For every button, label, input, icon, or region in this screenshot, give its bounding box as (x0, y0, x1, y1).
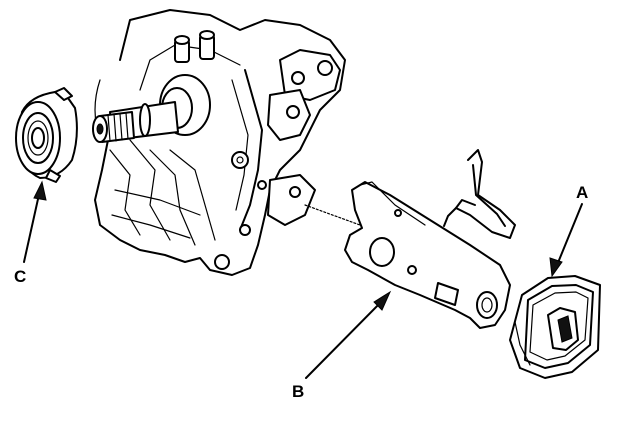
callout-label-c: C (14, 267, 27, 286)
callout-label-b: B (292, 382, 305, 401)
spring-clip (443, 149, 516, 239)
release-fork (344, 181, 511, 329)
leader-arrows (23, 180, 583, 379)
release-bearing (15, 87, 78, 183)
callout-label-a: A (576, 183, 589, 202)
transmission-housing (94, 9, 361, 276)
dust-boot (509, 275, 601, 379)
input-shaft (92, 74, 211, 143)
